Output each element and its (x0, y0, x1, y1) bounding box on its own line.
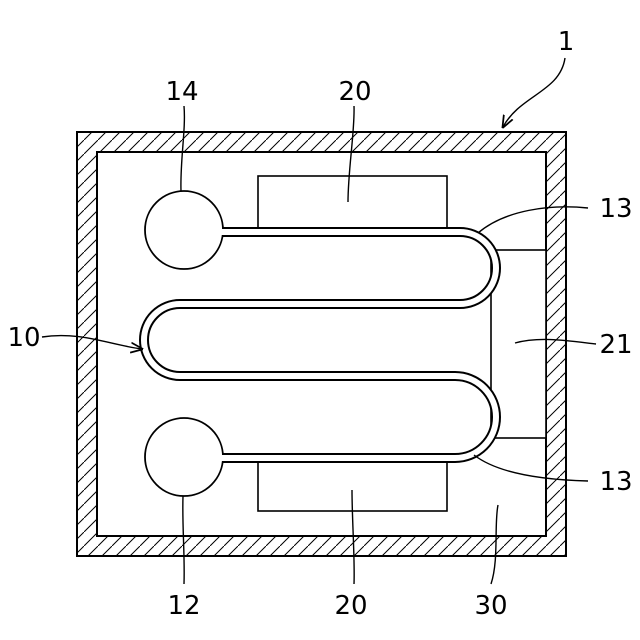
inlet-reservoir-bottom (145, 418, 223, 496)
leader-device (503, 58, 565, 127)
label-inlet-bottom: 12 (167, 591, 200, 621)
label-bend-top: 13 (599, 194, 632, 224)
label-inlet-top: 14 (165, 77, 198, 107)
label-substrate: 30 (474, 591, 507, 621)
leader-inlet-bottom (183, 496, 184, 584)
label-channel: 10 (7, 323, 40, 353)
electrode-top (258, 176, 447, 228)
channel-join-top (219, 229, 225, 235)
label-device: 1 (558, 27, 575, 57)
inlet-reservoir-top (145, 191, 223, 269)
leader-bend-top (478, 207, 588, 233)
leader-bend-bottom (474, 455, 588, 481)
label-electrode-right: 21 (599, 330, 632, 360)
channel-join-bottom (219, 455, 225, 461)
label-electrode-bottom: 20 (334, 591, 367, 621)
label-bend-bottom: 13 (599, 467, 632, 497)
label-electrode-top: 20 (338, 77, 371, 107)
